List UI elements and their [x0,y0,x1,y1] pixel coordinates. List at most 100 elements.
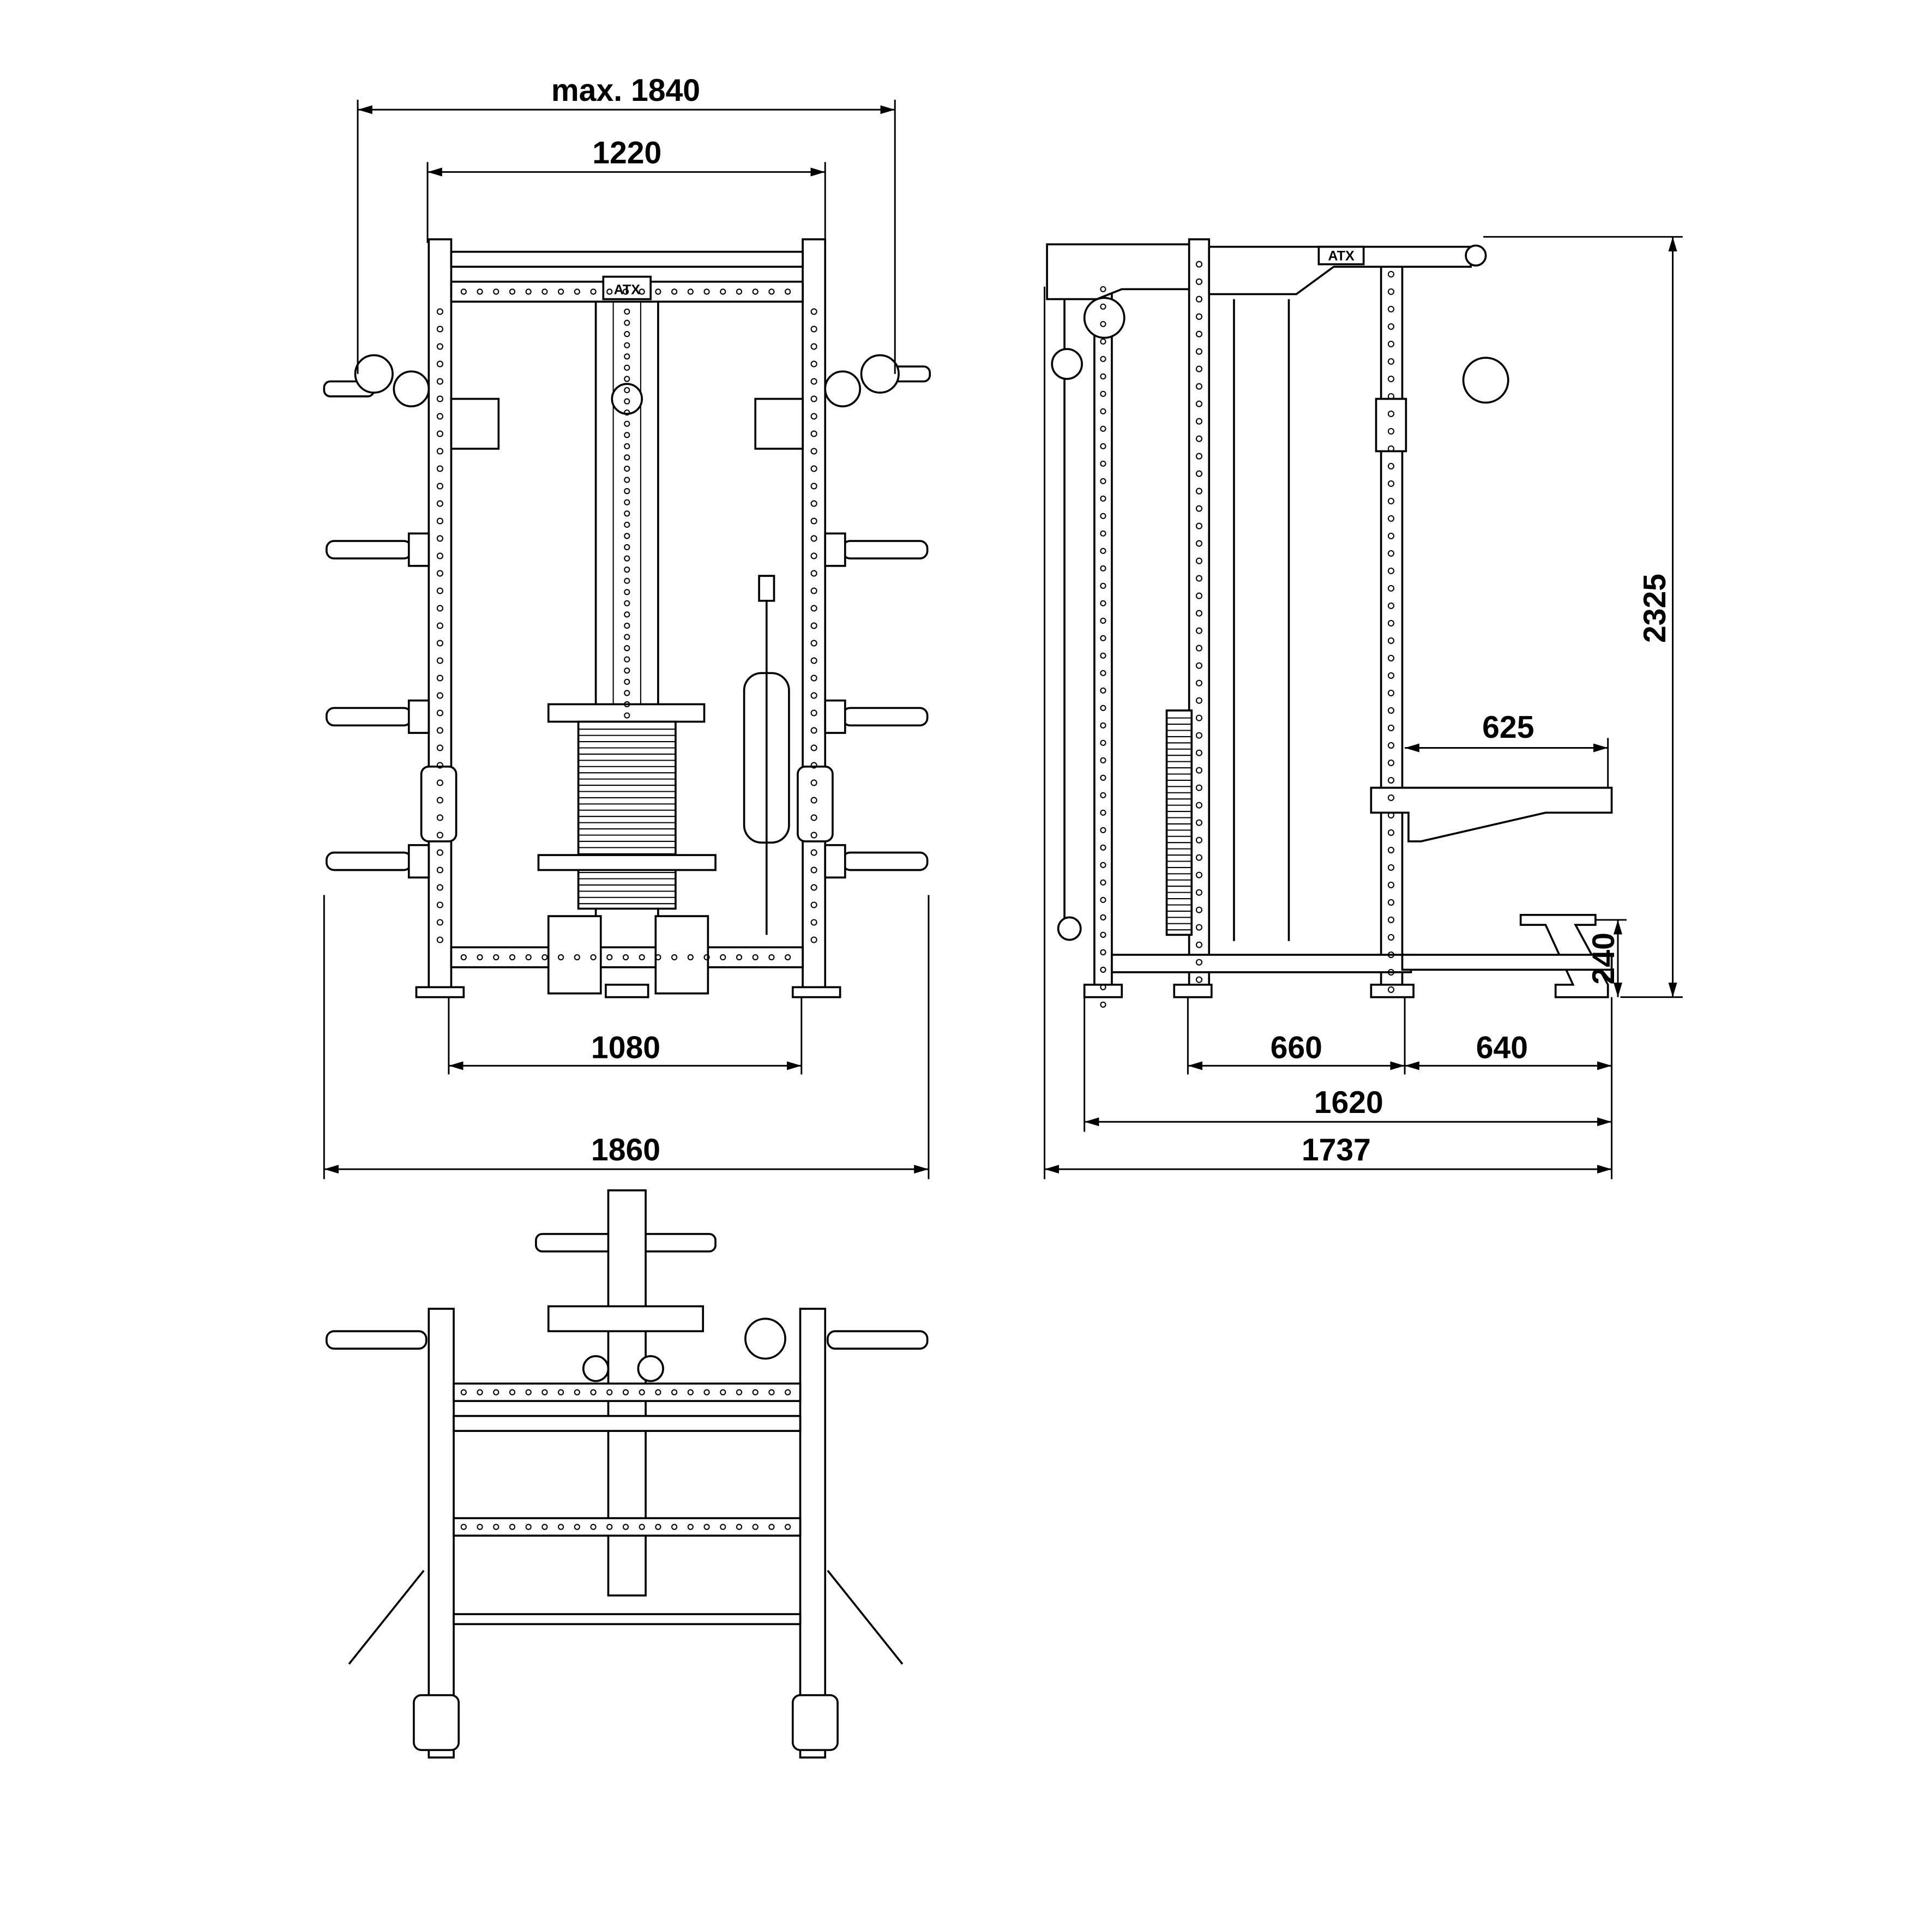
cable-link [624,600,630,606]
dim-rack-depth: 660 [1271,1031,1322,1066]
hole [1387,550,1395,557]
hole [460,1524,467,1530]
cable-link [624,387,630,394]
hole [1387,864,1395,871]
hole [1195,679,1203,687]
hole [671,954,678,961]
hole [1195,505,1203,512]
hole [1195,383,1203,390]
cable-link [624,465,630,472]
hole [436,919,443,926]
hole [541,954,548,961]
spotter-arm [1370,786,1613,842]
side-view: ATX [1046,238,1613,1008]
hole [810,413,817,420]
cable-link [624,544,630,551]
hole [1195,662,1203,669]
hole [810,814,817,821]
hole [574,1524,580,1530]
hole [622,954,629,961]
hole [720,288,726,295]
hole [477,1524,483,1530]
hole [436,500,443,507]
hole [703,954,710,961]
hole [436,326,443,333]
hole [1100,827,1106,833]
hole [436,849,443,856]
hole [810,378,817,385]
hole [703,1389,710,1395]
hole [671,1389,678,1395]
hole [1100,582,1106,589]
hole [1100,460,1106,467]
hole [1387,986,1395,993]
cable-link [624,432,630,438]
hole [671,288,678,295]
hole [752,1524,759,1530]
hole [525,288,532,295]
cable-link [624,712,630,719]
hole [1387,567,1395,574]
hole [810,709,817,717]
hole [1100,652,1106,659]
hole [810,395,817,402]
cable-link [624,510,630,517]
hole [436,308,443,315]
cable-link [624,656,630,663]
hole [1100,443,1106,449]
hole [436,570,443,577]
hole [1100,530,1106,537]
hole [1387,672,1395,679]
hole [736,1524,743,1530]
hole [1387,759,1395,766]
hole [810,500,817,507]
cable-link [624,521,630,528]
hole [1100,478,1106,484]
cable-link [624,342,630,348]
front-view: ATX [323,238,931,998]
hole [1100,722,1106,729]
top-pulley-arm [1046,243,1190,300]
hole [1387,340,1395,347]
bottom-crossbar [450,946,804,968]
hole [1195,610,1203,617]
hole [1387,270,1395,278]
hole [1387,916,1395,923]
dim-total-width: 1860 [591,1133,660,1167]
hole [436,814,443,821]
hole [1195,261,1203,268]
hole [810,866,817,874]
plate-horns [326,532,929,879]
hole [1100,286,1106,292]
hole [493,1524,499,1530]
hole [785,954,791,961]
hole [1100,966,1106,973]
hole [810,832,817,839]
hole [810,727,817,734]
hole [436,622,443,629]
hole [768,1389,775,1395]
hole [509,1389,516,1395]
hole [436,605,443,612]
hole [1195,854,1203,861]
cable-link [624,499,630,505]
hole [574,288,580,295]
hole [436,657,443,664]
cable-link [624,420,630,427]
hole [810,326,817,333]
hole [1100,774,1106,781]
hole [1387,602,1395,609]
hole [1100,984,1106,990]
hole [810,640,817,647]
hole [1100,408,1106,414]
hole [525,1524,532,1530]
hole [574,1389,580,1395]
hole [1387,637,1395,644]
right-post-top [799,1308,827,1759]
cable-link [624,454,630,461]
hole [541,288,548,295]
hole [687,288,694,295]
dim-height: 2325 [1638,574,1672,643]
top-crossbar [450,250,804,268]
